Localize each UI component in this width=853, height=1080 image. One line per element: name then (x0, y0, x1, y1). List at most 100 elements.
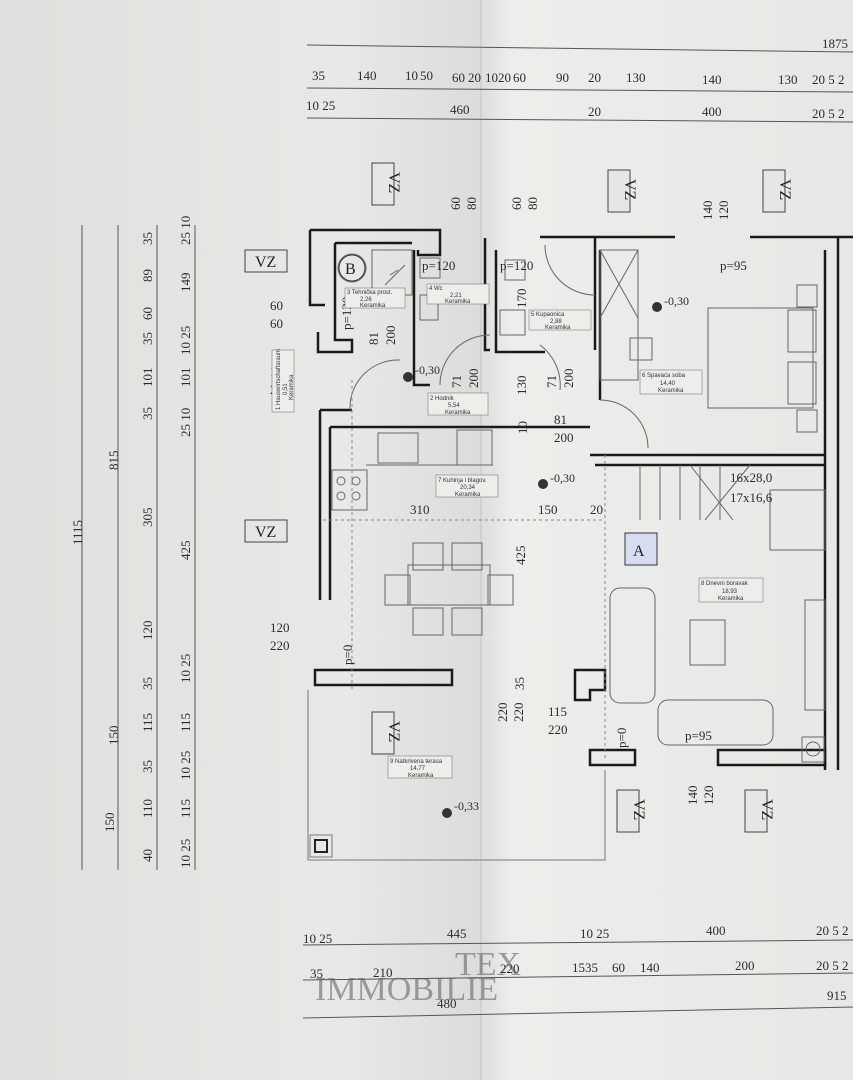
svg-text:815: 815 (106, 451, 121, 471)
svg-text:149: 149 (178, 273, 193, 293)
svg-text:50: 50 (420, 68, 433, 83)
svg-text:90: 90 (556, 70, 569, 85)
svg-text:20 5 2: 20 5 2 (816, 923, 849, 938)
vz-tag-2: VZ (371, 162, 402, 206)
svg-text:1875: 1875 (822, 36, 848, 51)
svg-text:80: 80 (464, 197, 479, 210)
svg-text:310: 310 (410, 502, 430, 517)
svg-text:150: 150 (538, 502, 558, 517)
svg-text:220: 220 (495, 703, 510, 723)
paper-fold (480, 0, 482, 1080)
svg-text:Keramika: Keramika (445, 299, 471, 305)
svg-text:p=95: p=95 (685, 728, 712, 743)
svg-text:20 5 2: 20 5 2 (816, 958, 849, 973)
svg-text:20: 20 (590, 502, 603, 517)
svg-text:170: 170 (514, 289, 529, 309)
svg-text:Keramika: Keramika (445, 410, 471, 416)
left-dimensions: 1115 815 150 150 35 89 60 35 101 35 305 … (70, 216, 193, 868)
svg-text:915: 915 (827, 988, 847, 1003)
svg-text:2 Hodnik: 2 Hodnik (430, 396, 455, 402)
svg-text:400: 400 (706, 923, 726, 938)
vz-tag-4: VZ (762, 169, 793, 213)
svg-text:60: 60 (612, 960, 625, 975)
terrace-outline (307, 690, 606, 861)
svg-text:60: 60 (140, 307, 155, 320)
svg-text:16x28,0: 16x28,0 (730, 470, 772, 485)
svg-text:6 Spavaća soba: 6 Spavaća soba (642, 373, 686, 379)
svg-text:VZ: VZ (255, 254, 276, 271)
svg-text:-0,33: -0,33 (454, 799, 479, 813)
svg-text:120: 120 (701, 786, 716, 806)
vz-tag-3: VZ (607, 169, 638, 213)
svg-text:10 25: 10 25 (580, 926, 609, 941)
unit-markers: B A (338, 254, 658, 566)
svg-text:60: 60 (509, 197, 524, 210)
vz-tag-8: VZ (744, 789, 775, 833)
svg-text:140: 140 (357, 68, 377, 83)
svg-text:1 Hauswirtschaftsraum: 1 Hauswirtschaftsraum (276, 349, 282, 410)
svg-text:20: 20 (468, 70, 481, 85)
svg-text:60: 60 (452, 70, 465, 85)
svg-text:130: 130 (778, 72, 798, 87)
svg-text:60: 60 (513, 70, 526, 85)
svg-text:8 Dnevni boravak: 8 Dnevni boravak (701, 581, 749, 587)
svg-text:120: 120 (716, 201, 731, 221)
svg-text:150: 150 (102, 813, 117, 833)
svg-text:35: 35 (140, 332, 155, 345)
svg-text:400: 400 (702, 104, 722, 119)
svg-text:140: 140 (685, 786, 700, 806)
hidden-lines (323, 380, 606, 760)
svg-text:60: 60 (270, 316, 283, 331)
svg-text:150: 150 (106, 726, 121, 746)
svg-text:Keramika: Keramika (718, 596, 744, 602)
svg-text:460: 460 (450, 102, 470, 117)
svg-text:35: 35 (140, 677, 155, 690)
walls (308, 228, 853, 770)
svg-text:60: 60 (270, 298, 283, 313)
svg-text:445: 445 (447, 926, 467, 941)
svg-text:p=120: p=120 (422, 258, 455, 273)
svg-text:140: 140 (640, 960, 660, 975)
svg-text:Keramika: Keramika (545, 325, 571, 331)
svg-text:120: 120 (140, 621, 155, 641)
svg-text:5 Kupaonica: 5 Kupaonica (531, 312, 565, 318)
svg-text:40: 40 (140, 849, 155, 862)
svg-text:VZ: VZ (758, 799, 775, 820)
svg-text:115: 115 (178, 799, 193, 818)
watermark: TEX IMMOBILIE (315, 946, 521, 1008)
interior-fixtures (331, 244, 826, 763)
svg-text:20 5 2: 20 5 2 (812, 72, 845, 87)
svg-text:81: 81 (366, 332, 381, 345)
svg-text:25 10: 25 10 (178, 216, 193, 245)
svg-text:20: 20 (588, 70, 601, 85)
svg-text:TEX: TEX (455, 946, 521, 983)
svg-text:-0,30: -0,30 (664, 294, 689, 308)
svg-text:17x16,6: 17x16,6 (730, 490, 773, 505)
svg-text:A: A (633, 543, 645, 560)
svg-text:115: 115 (548, 704, 567, 719)
svg-text:-0,30: -0,30 (415, 363, 440, 377)
svg-text:81: 81 (554, 412, 567, 427)
svg-text:89: 89 (140, 269, 155, 282)
svg-text:425: 425 (178, 541, 193, 561)
svg-text:10: 10 (485, 70, 498, 85)
svg-text:VZ: VZ (255, 524, 276, 541)
svg-text:200: 200 (561, 369, 576, 389)
svg-text:140: 140 (700, 201, 715, 221)
svg-text:101: 101 (178, 368, 193, 388)
svg-text:60: 60 (448, 197, 463, 210)
svg-text:p=0: p=0 (614, 728, 629, 748)
svg-text:Keramika: Keramika (289, 374, 295, 400)
svg-text:Keramika: Keramika (360, 303, 386, 309)
svg-text:2,88: 2,88 (550, 319, 562, 325)
svg-text:80: 80 (525, 197, 540, 210)
svg-text:B: B (345, 261, 356, 278)
